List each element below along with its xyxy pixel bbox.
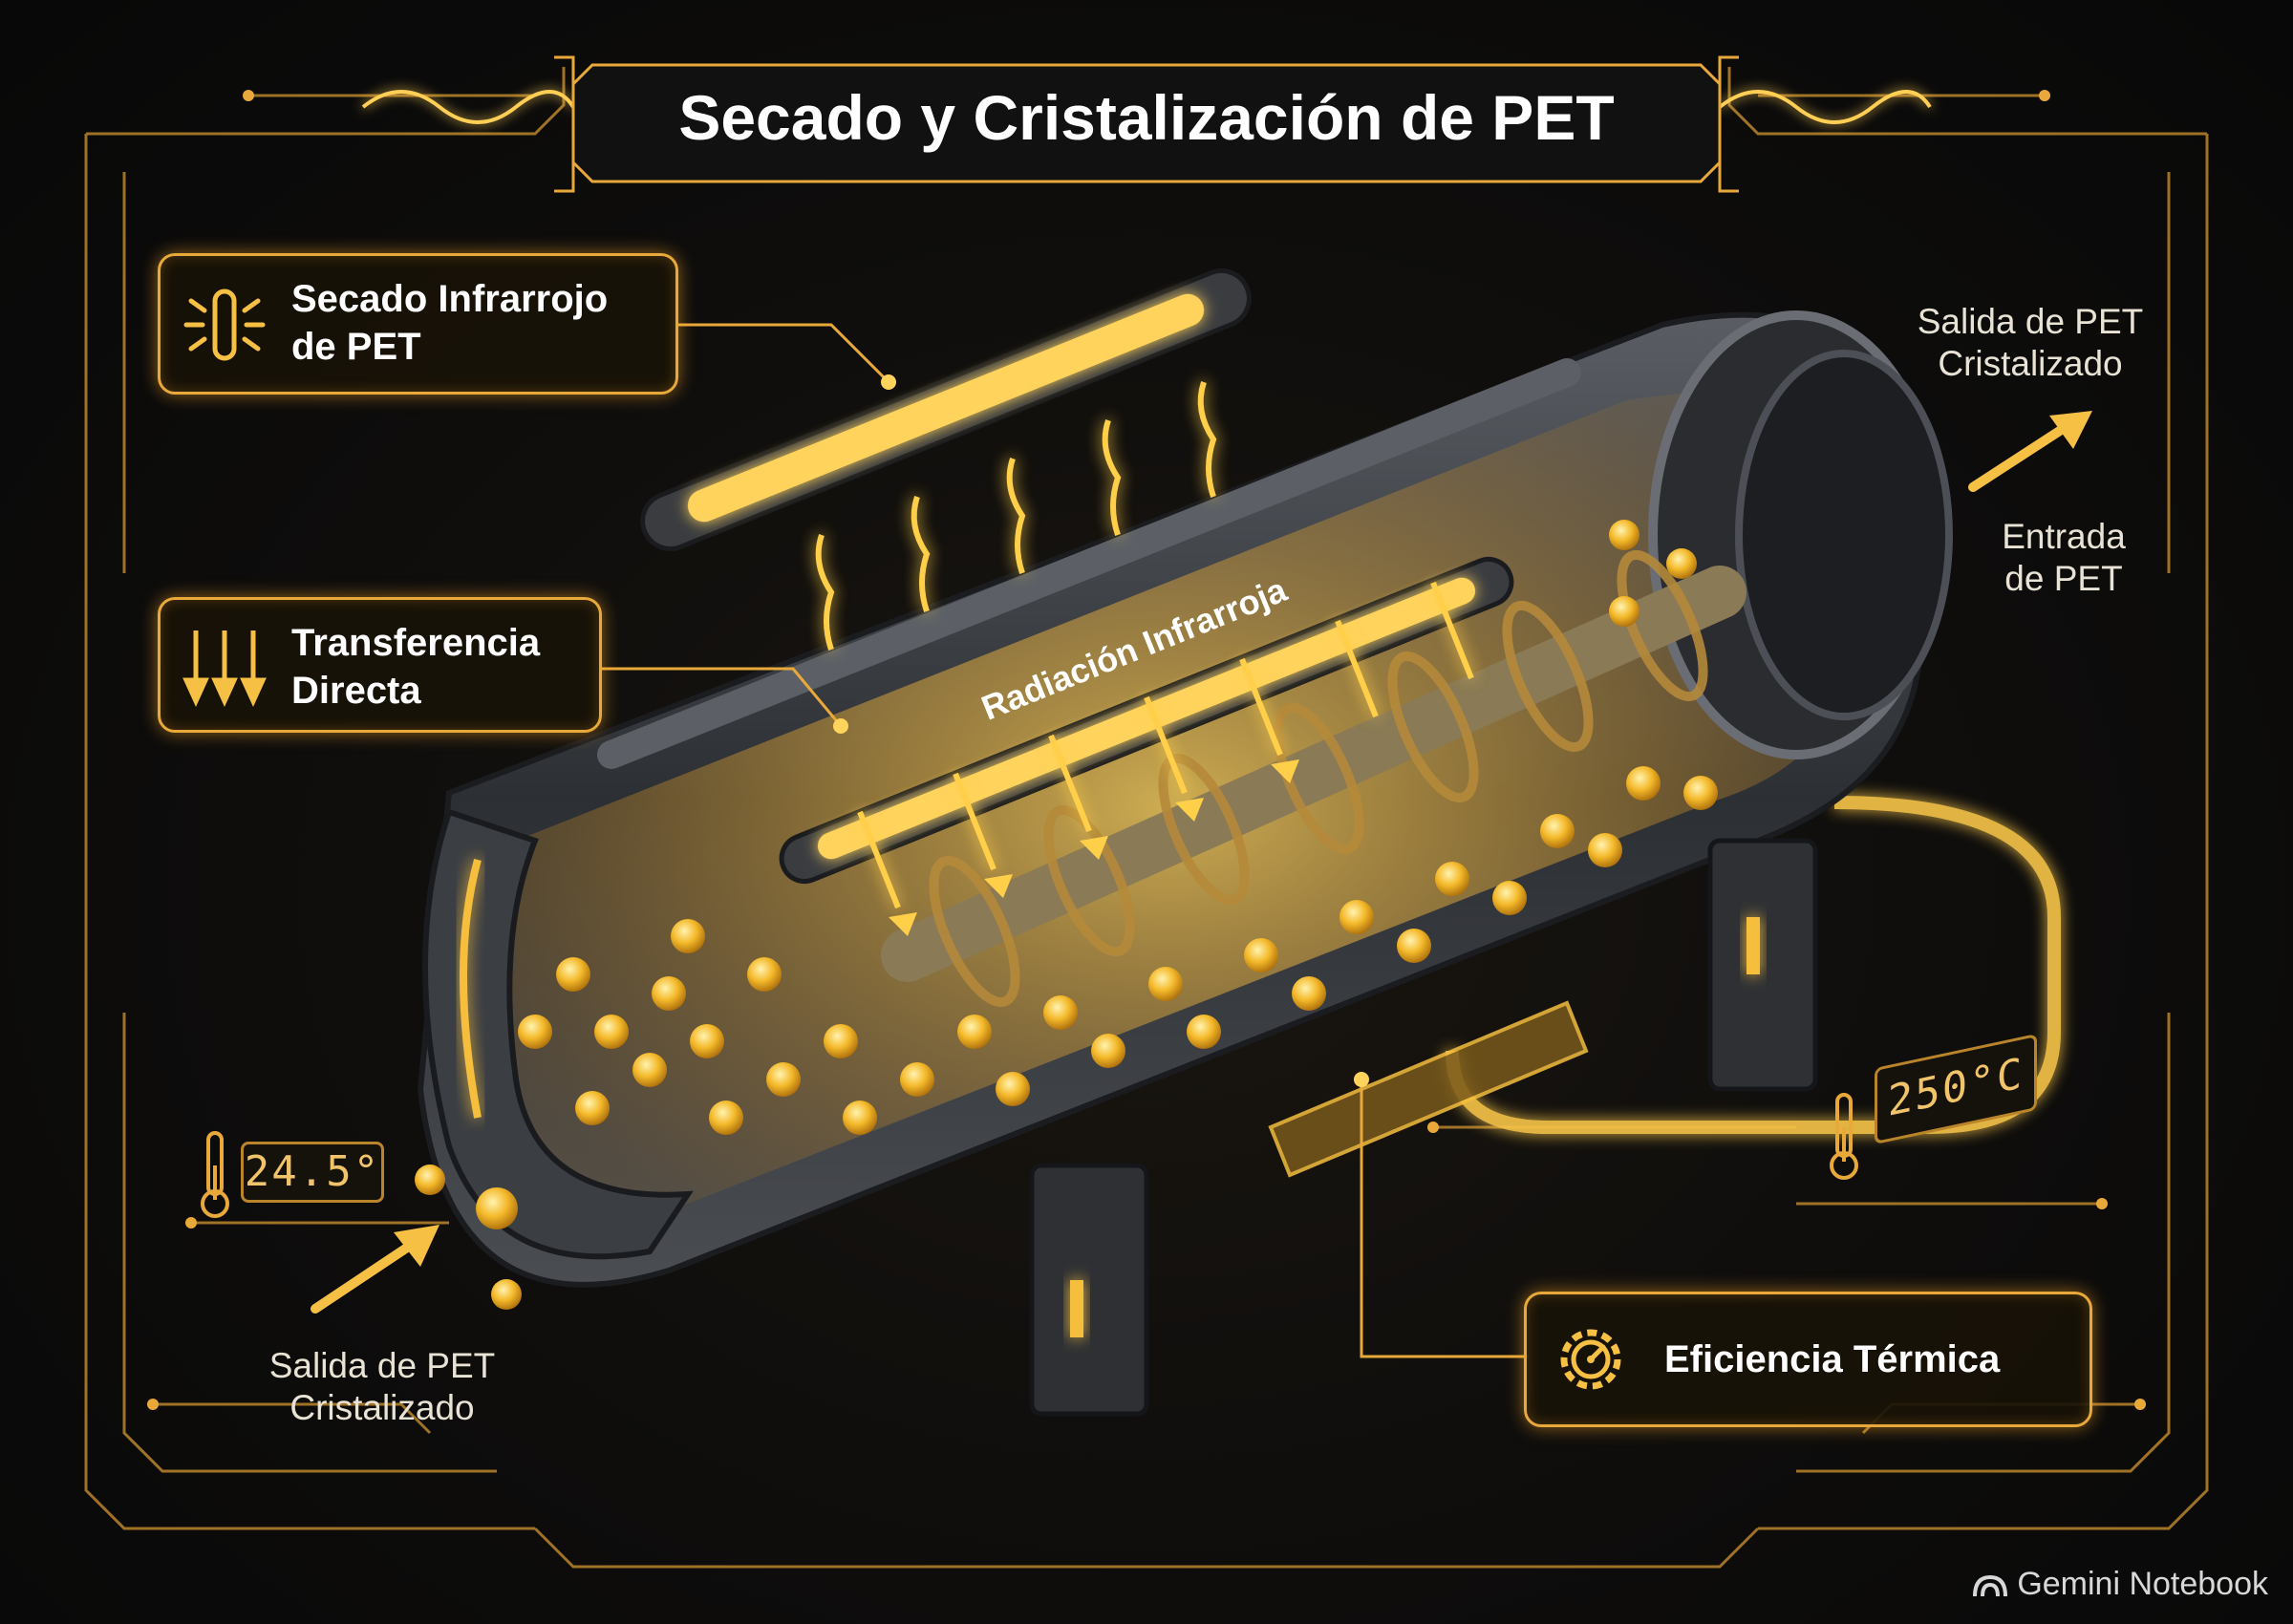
inlet-temp-value: 24.5° [244, 1147, 381, 1196]
thermal-efficiency-label: Eficiencia Térmica [1664, 1338, 2001, 1380]
output-top-line2: Cristalizado [1938, 344, 2123, 383]
output-bottom-line2: Cristalizado [289, 1388, 475, 1427]
input-arrow-icon [311, 1225, 439, 1314]
direct-transfer-callout [158, 597, 602, 733]
thermometer-icon [1830, 1093, 1858, 1180]
gemini-logo-icon [1973, 1575, 2008, 1597]
inlet-temp-display [241, 1142, 384, 1203]
input-line1: Entrada [2002, 517, 2126, 556]
footer-brand: Gemini Notebook [1971, 1563, 2268, 1605]
input-line2: de PET [2004, 559, 2123, 598]
infrared-drying-line2: de PET [291, 326, 421, 368]
infrared-lamp-icon [183, 288, 266, 361]
thermometer-icon [201, 1131, 229, 1218]
footer-brand-text: Gemini Notebook [2017, 1566, 2268, 1602]
output-bottom-line1: Salida de PET [268, 1346, 496, 1385]
page-title: Secado y Cristalización de PET [678, 82, 1615, 153]
output-top-line1: Salida de PET [1917, 302, 2144, 341]
down-arrows-icon [182, 630, 267, 708]
infrared-drying-line1: Secado Infrarrojo [291, 278, 609, 320]
direct-transfer-line1: Transferencia [291, 622, 541, 664]
direct-transfer-line2: Directa [291, 670, 421, 712]
output-arrow-icon [1968, 411, 2092, 492]
gear-gauge-icon [1560, 1329, 1621, 1390]
